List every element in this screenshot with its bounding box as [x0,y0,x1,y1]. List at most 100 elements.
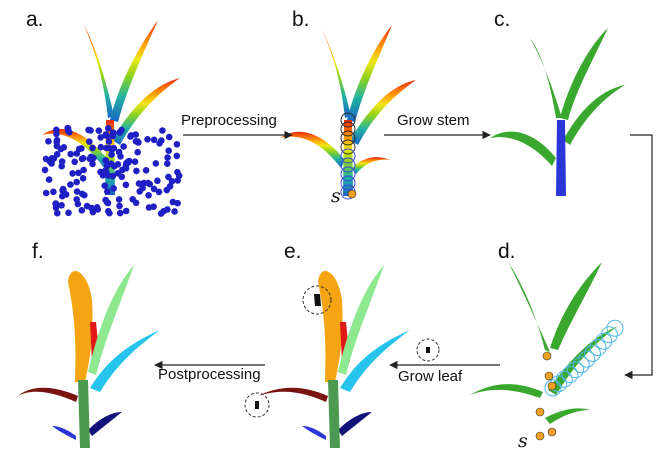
panel-label-a: a. [26,8,44,31]
ground-point [87,127,94,134]
plant-b-lower-leaf [352,157,390,174]
ground-points [41,124,183,217]
seed-point-d [535,431,545,441]
panel-label-b: b. [292,8,310,31]
plant-d-upper-leaf [550,262,602,350]
ground-point [89,160,96,168]
organ-e-stem [328,380,340,448]
step-label-grow-stem: Grow stem [397,112,470,129]
ground-point [59,185,67,193]
leaf-search-circle [544,379,562,397]
panel-d-leaf-growing [470,262,624,441]
plant-a-mid-leaf [112,78,180,145]
ground-point [152,160,160,167]
ground-point [45,176,53,183]
ground-point [104,172,112,179]
ground-point [79,190,86,198]
ground-point [87,153,95,161]
plant-a-top-leaf [84,25,114,118]
panel-label-f: f. [32,240,44,263]
ground-point [45,138,52,145]
ground-point [150,185,158,193]
ground-point [102,157,109,164]
ground-point [174,199,181,207]
ground-point [116,129,123,136]
ground-point [101,182,108,189]
ground-point [58,202,65,209]
leaf-search-circle [578,350,596,368]
ground-point [67,150,74,158]
plant-b-left-leaf [280,131,345,168]
leaf-search-circle [606,319,624,337]
plant-d-left-leaf [470,384,543,398]
panel-label-c: c. [494,8,511,31]
panel-c-stem-grown [490,28,625,196]
plant-d-top-leaf [508,262,550,352]
ground-point [97,168,104,176]
seed-point-d [544,371,554,381]
ground-point [164,160,171,167]
panel-label-e: e. [284,240,302,263]
organ-f-darkred-leaf [18,387,78,402]
seed-label-d: s [518,430,528,452]
ground-point [83,202,91,210]
ground-point [79,155,87,162]
plant-b-upper-leaf [347,25,392,122]
ground-point [114,170,122,177]
ground-point [145,204,153,211]
seed-points-d [535,351,557,441]
ground-point [89,144,96,152]
ground-point [73,188,81,195]
ground-point [97,143,105,151]
organ-f-stem [78,380,90,448]
ground-point [53,151,61,158]
ground-point [108,151,115,158]
ground-point [69,170,76,177]
ground-point [111,162,118,170]
seed-point-d [542,351,552,361]
organ-f-cyan-leaf [90,330,160,392]
plant-c-top-leaf [530,38,562,118]
plant-d-lower-leaf [545,408,590,424]
stem-search-circle [340,139,356,155]
ground-point [142,167,150,174]
seed-label-b: s [331,185,341,207]
fragment-e-2 [426,347,430,353]
plant-b-mid-leaf [350,80,416,145]
organ-e-orange-leaf [318,270,343,382]
organ-f-orange-leaf [68,270,93,382]
leaf-search-circle [572,356,590,374]
ground-point [60,144,68,151]
ground-point [102,132,110,139]
panel-f-final [18,265,160,448]
ground-point [58,158,66,165]
step-label-grow-leaf: Grow leaf [398,368,463,385]
ground-point [159,127,166,134]
step-label-preprocessing: Preprocessing [181,112,277,129]
organ-f-blue-leaf [52,426,76,440]
ground-point [59,192,66,200]
ground-point [115,148,123,156]
ground-point [105,138,113,145]
ground-point [104,188,111,195]
leaf-search-circle [600,326,618,344]
panel-a-raw-cloud [41,20,183,217]
ground-point [122,207,130,215]
ground-point [42,189,50,197]
arrow-connector [624,134,653,380]
ground-point [135,180,143,187]
ground-point [139,184,146,192]
organ-e-darkred-leaf [258,387,328,402]
stem-search-circle [340,157,356,173]
seed-point-d [547,427,557,437]
ground-point [120,143,127,150]
ground-point [65,209,72,217]
stem-search-circle [340,121,356,137]
ground-point [53,130,60,138]
plant-b-top-leaf [321,28,351,118]
ground-point [108,146,116,153]
leaf-search-circles [544,319,624,397]
organ-e-blue-leaf [302,426,326,440]
ground-point [171,208,178,215]
ground-point [165,173,172,181]
